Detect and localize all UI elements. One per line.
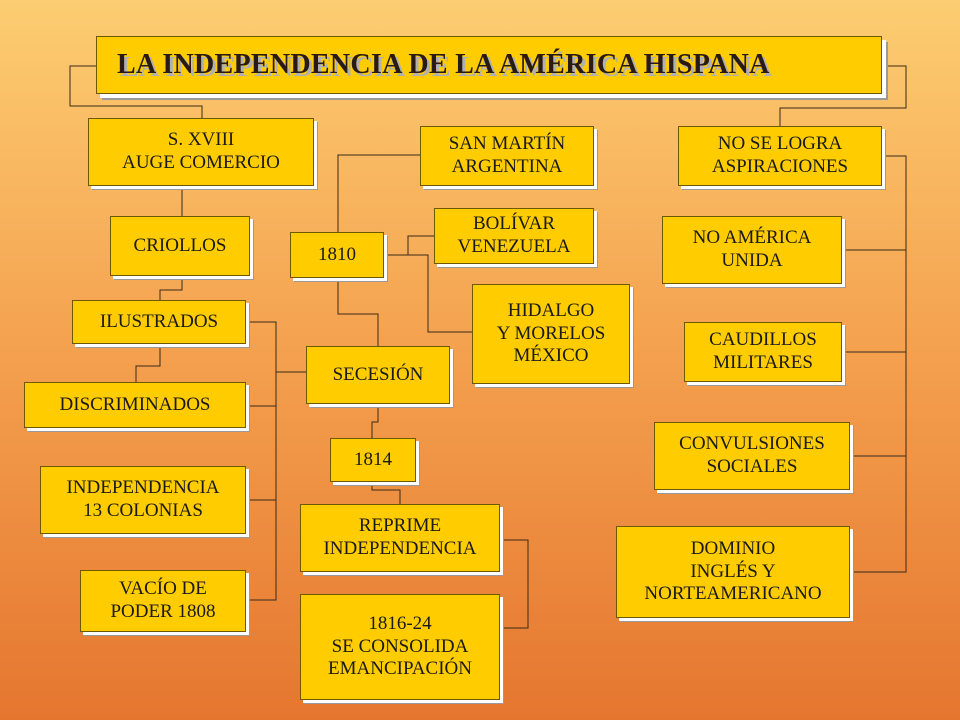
node-s-xviii-line-2: AUGE COMERCIO <box>122 152 280 173</box>
node-independencia-13-colonias-line-1: INDEPENDENCIA <box>66 477 220 499</box>
node-independencia-13-colonias-line-2: 13 COLONIAS <box>83 500 203 521</box>
node-independencia-13-colonias: INDEPENDENCIA 13 COLONIAS <box>40 466 246 534</box>
node-no-america-unida-line-2: UNIDA <box>721 250 783 271</box>
node-dominio-ingles-norteamericano-line-1: DOMINIO <box>690 537 776 559</box>
node-1810-line-1: 1810 <box>318 243 356 265</box>
node-no-se-logra-aspiraciones-line-2: ASPIRACIONES <box>711 156 849 177</box>
node-criollos: CRIOLLOS <box>110 216 250 276</box>
node-se-consolida-emancipacion-line-2: SE CONSOLIDA <box>331 635 469 657</box>
node-discriminados: DISCRIMINADOS <box>24 382 246 428</box>
node-caudillos-militares-line-1: CAUDILLOS <box>709 329 817 351</box>
node-bolivar-line-2: VENEZUELA <box>457 236 571 257</box>
node-ilustrados: ILUSTRADOS <box>72 300 246 344</box>
diagram-title-text: LA INDEPENDENCIA DE LA AMÉRICA HISPANA <box>117 49 770 80</box>
node-convulsiones-sociales: CONVULSIONES SOCIALES <box>654 422 850 490</box>
node-secesion-line-1: SECESIÓN <box>332 363 424 385</box>
node-san-martin-line-1: SAN MARTÍN <box>448 133 566 155</box>
node-se-consolida-emancipacion-line-1: 1816-24 <box>368 612 432 634</box>
node-hidalgo-y-morelos-line-3: MÉXICO <box>513 345 589 367</box>
node-no-america-unida: NO AMÉRICA UNIDA <box>662 216 842 284</box>
node-se-consolida-emancipacion-line-3: EMANCIPACIÓN <box>328 658 472 680</box>
node-vacio-de-poder-line-1: VACÍO DE <box>119 578 207 600</box>
node-no-america-unida-line-1: NO AMÉRICA <box>692 227 812 249</box>
node-dominio-ingles-norteamericano-line-3: NORTEAMERICANO <box>644 583 822 605</box>
node-1810: 1810 <box>290 232 384 278</box>
node-reprime-independencia: REPRIME INDEPENDENCIA <box>300 504 500 572</box>
node-reprime-independencia-line-2: INDEPENDENCIA <box>323 538 477 559</box>
node-1814: 1814 <box>330 438 416 482</box>
node-bolivar: BOLÍVAR VENEZUELA <box>434 208 594 264</box>
node-se-consolida-emancipacion: 1816-24 SE CONSOLIDA EMANCIPACIÓN <box>300 594 500 700</box>
node-no-se-logra-aspiraciones: NO SE LOGRA ASPIRACIONES <box>678 126 882 186</box>
node-san-martin-line-2: ARGENTINA <box>451 156 563 177</box>
node-hidalgo-y-morelos-line-1: HIDALGO <box>507 299 595 321</box>
node-criollos-line-1: CRIOLLOS <box>133 234 227 256</box>
diagram-title: LA INDEPENDENCIA DE LA AMÉRICA HISPANA <box>96 36 882 94</box>
node-convulsiones-sociales-line-1: CONVULSIONES <box>679 433 825 455</box>
node-san-martin: SAN MARTÍN ARGENTINA <box>420 126 594 186</box>
node-no-se-logra-aspiraciones-line-1: NO SE LOGRA <box>717 133 843 155</box>
node-ilustrados-line-1: ILUSTRADOS <box>99 310 219 332</box>
node-vacio-de-poder: VACÍO DE PODER 1808 <box>80 570 246 632</box>
node-vacio-de-poder-line-2: PODER 1808 <box>110 601 216 622</box>
node-bolivar-line-1: BOLÍVAR <box>473 213 555 235</box>
node-dominio-ingles-norteamericano-line-2: INGLÉS Y <box>690 560 776 582</box>
node-hidalgo-y-morelos-line-2: Y MORELOS <box>496 322 606 344</box>
node-s-xviii: S. XVIII AUGE COMERCIO <box>88 118 314 186</box>
node-dominio-ingles-norteamericano: DOMINIO INGLÉS Y NORTEAMERICANO <box>616 526 850 618</box>
node-convulsiones-sociales-line-2: SOCIALES <box>706 456 798 477</box>
node-caudillos-militares-line-2: MILITARES <box>713 352 813 373</box>
node-1814-line-1: 1814 <box>354 448 392 470</box>
node-caudillos-militares: CAUDILLOS MILITARES <box>684 322 842 382</box>
node-s-xviii-line-1: S. XVIII <box>167 129 235 151</box>
node-reprime-independencia-line-1: REPRIME <box>358 515 442 537</box>
node-hidalgo-y-morelos: HIDALGO Y MORELOS MÉXICO <box>472 284 630 384</box>
node-secesion: SECESIÓN <box>306 346 450 404</box>
node-discriminados-line-1: DISCRIMINADOS <box>59 393 211 415</box>
